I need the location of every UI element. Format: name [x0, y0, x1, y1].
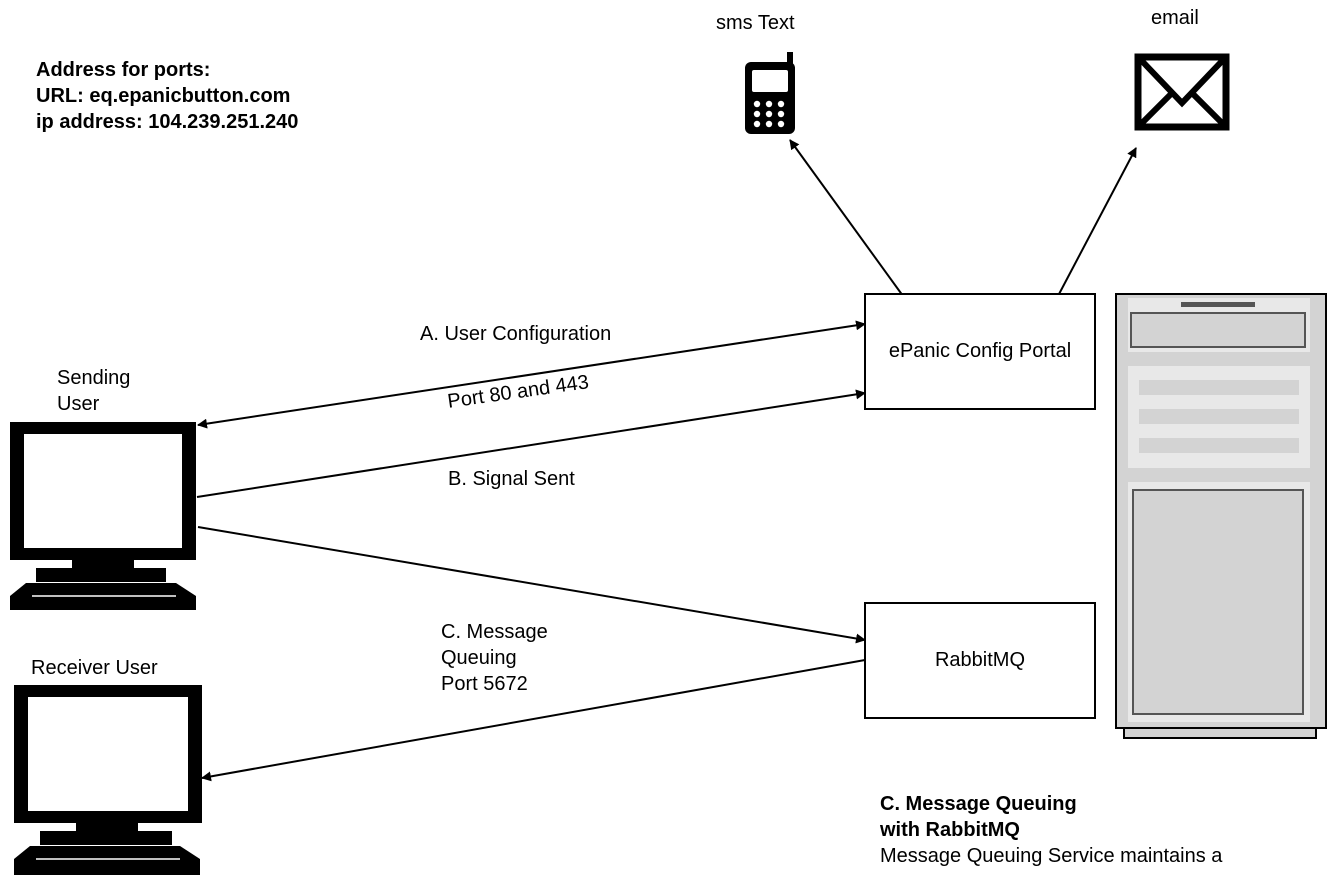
footnote-title-line1: C. Message Queuing [880, 793, 1077, 815]
receiver-computer-icon [14, 685, 202, 875]
sending-computer-icon [10, 422, 196, 610]
mobile-phone-icon [745, 52, 795, 134]
portal-to-email-connector [1057, 147, 1137, 297]
user-configuration-label: A. User Configuration [420, 323, 612, 345]
address-heading: Address for ports: [36, 59, 211, 81]
ip-line: ip address: 104.239.251.240 [36, 111, 299, 133]
rabbitmq-box: RabbitMQ [864, 602, 1096, 719]
email-label: email [1151, 7, 1199, 29]
rabbitmq-to-receiver-connector [201, 659, 866, 782]
receiver-user-label: Receiver User [31, 657, 158, 679]
server-tower-icon [1115, 293, 1327, 739]
user-config-connector [197, 320, 866, 429]
portal-to-sms-connector [789, 139, 904, 297]
signal-sent-label: B. Signal Sent [448, 468, 575, 490]
url-line: URL: eq.epanicbutton.com [36, 85, 291, 107]
sender-to-rabbitmq-connector [197, 526, 866, 644]
footnote-title-line2: with RabbitMQ [880, 819, 1020, 841]
footnote-body: Message Queuing Service maintains a [880, 845, 1223, 867]
sending-user-label-line2: User [57, 393, 100, 415]
signal-sent-connector [196, 389, 866, 498]
sms-label: sms Text [716, 12, 795, 34]
message-queuing-label-line3: Port 5672 [441, 673, 528, 695]
message-queuing-label-line1: C. Message [441, 621, 548, 643]
message-queuing-label-line2: Queuing [441, 647, 517, 669]
config-portal-box: ePanic Config Portal [864, 293, 1096, 410]
sending-user-label-line1: Sending [57, 367, 131, 389]
envelope-icon [1134, 53, 1230, 131]
